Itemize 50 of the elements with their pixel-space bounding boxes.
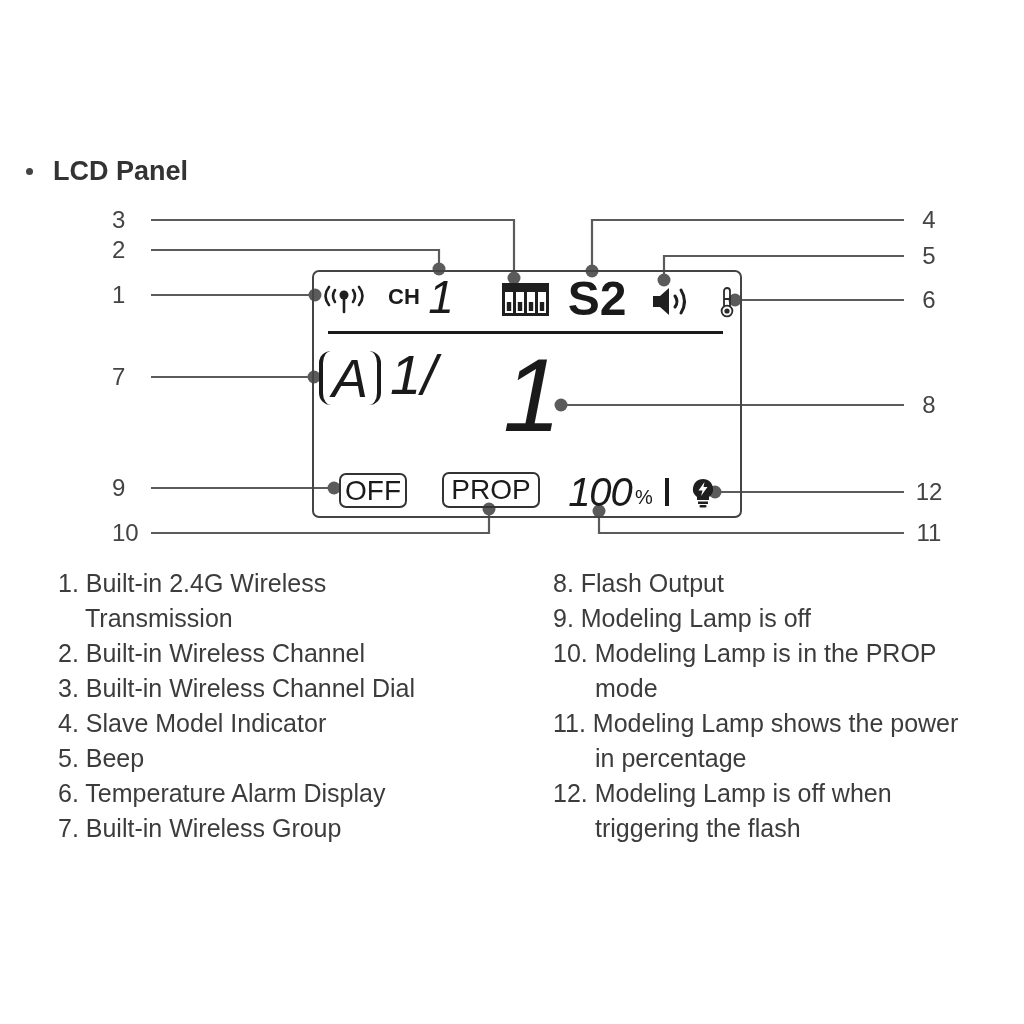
leader-line xyxy=(585,218,904,278)
leader-line xyxy=(151,481,341,495)
numbered-description: 9. Modeling Lamp is off xyxy=(553,603,813,634)
numbered-description: 2. Built-in Wireless Channel xyxy=(58,638,367,669)
numbered-description: 11. Modeling Lamp shows the power in percentage xyxy=(553,708,960,774)
leader-line xyxy=(151,502,496,535)
numbered-description: 3. Built-in Wireless Channel Dial xyxy=(58,673,417,704)
mode-indicator: OFF xyxy=(339,473,407,508)
callout-number: 9 xyxy=(112,474,144,502)
slave-indicator-text: S2 xyxy=(566,276,628,322)
mode-indicator: PROP xyxy=(442,472,540,508)
flash-output-digit: 1 xyxy=(504,354,560,436)
thermometer-icon xyxy=(720,286,734,318)
flash-fraction-digits: 1/ xyxy=(390,343,445,407)
callout-number: 6 xyxy=(911,286,947,314)
leader-line xyxy=(151,248,446,276)
callout-number: 2 xyxy=(112,236,144,264)
power-percentage-digits: 100 xyxy=(566,474,634,510)
callout-number: 8 xyxy=(911,391,947,419)
leader-line xyxy=(728,293,904,307)
numbered-description: 1. Built-in 2.4G Wireless Transmission xyxy=(58,568,328,634)
callout-number: 7 xyxy=(112,363,144,391)
channel-digit: 1 xyxy=(427,274,455,320)
leader-line xyxy=(657,254,904,287)
dip-switch-icon xyxy=(502,283,549,316)
callout-number: 4 xyxy=(911,206,947,234)
callout-number: 12 xyxy=(911,478,947,506)
numbered-description: 4. Slave Model Indicator xyxy=(58,708,328,739)
section-title: LCD Panel xyxy=(53,155,189,187)
callout-number: 11 xyxy=(911,519,947,547)
leader-line xyxy=(554,398,904,412)
numbered-description: 6. Temperature Alarm Display xyxy=(58,778,387,809)
numbered-description: 7. Built-in Wireless Group xyxy=(58,813,343,844)
channel-label: CH xyxy=(388,283,420,311)
callout-number: 5 xyxy=(911,242,947,270)
numbered-description: 8. Flash Output xyxy=(553,568,725,599)
callout-number: 10 xyxy=(112,519,144,547)
callout-number: 3 xyxy=(112,206,144,234)
numbered-description: 10. Modeling Lamp is in the PROP mode xyxy=(553,638,938,704)
leader-line xyxy=(708,485,904,499)
percent-sign: % xyxy=(635,486,653,508)
group-indicator: A xyxy=(319,351,381,405)
numbered-description: 12. Modeling Lamp is off when triggering the flash xyxy=(553,778,893,844)
leader-line xyxy=(151,288,322,302)
lightbulb-bolt-icon xyxy=(692,478,714,508)
callout-number: 1 xyxy=(112,281,144,309)
leader-line xyxy=(151,218,521,285)
leader-line xyxy=(592,504,904,535)
numbered-description: 5. Beep xyxy=(58,743,146,774)
leader-line xyxy=(151,370,321,384)
